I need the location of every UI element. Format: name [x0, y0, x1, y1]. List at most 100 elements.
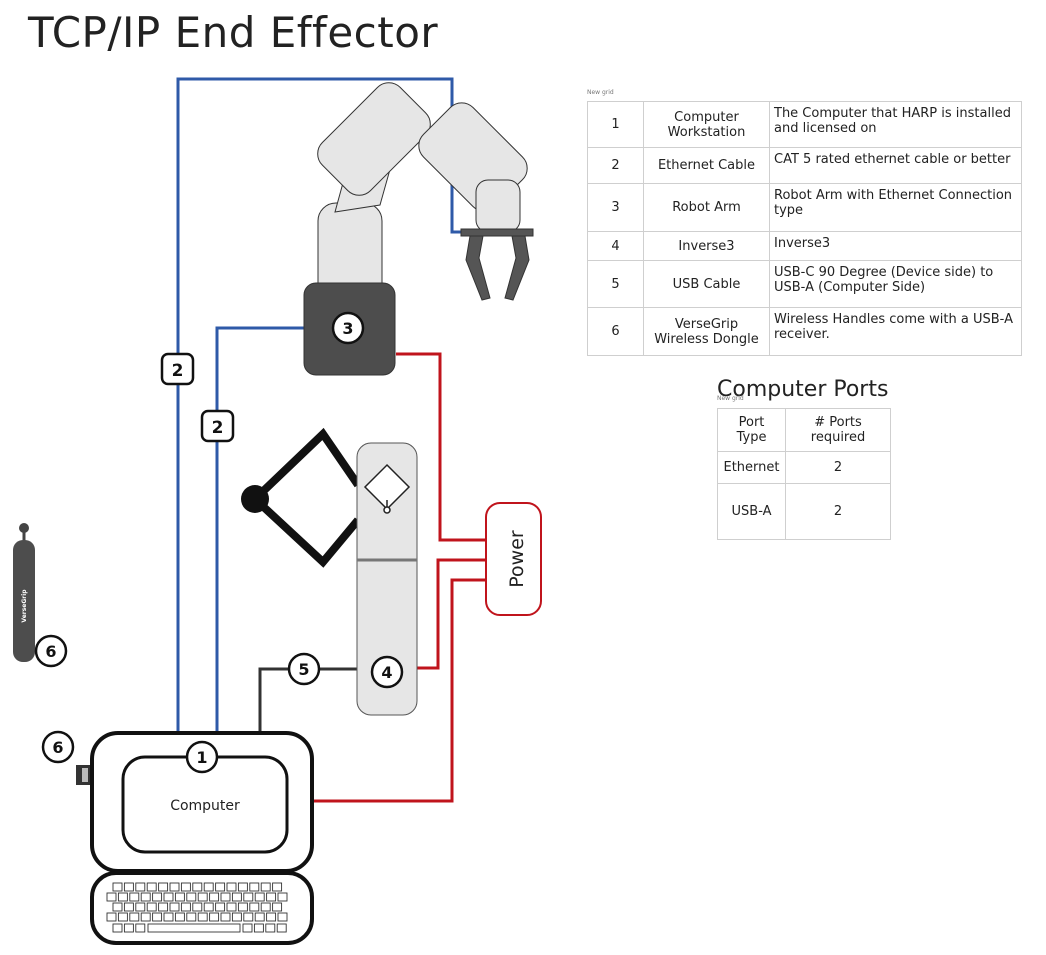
gripper-finger-right — [504, 235, 530, 301]
keyboard-key — [260, 882, 271, 892]
callout-cable-a-label: 2 — [172, 361, 184, 381]
component-description: CAT 5 rated ethernet cable or better — [769, 147, 1022, 184]
keyboard-key — [192, 882, 203, 892]
inverse3-device — [241, 427, 418, 716]
page-title: TCP/IP End Effector — [28, 8, 439, 57]
keyboard-key — [226, 902, 237, 912]
keyboard-key — [169, 902, 180, 912]
keyboard-key — [147, 923, 241, 933]
ports-header-type: Port Type — [716, 408, 787, 452]
keyboard-key — [277, 892, 288, 902]
ports-header-row: Port Type # Ports required — [716, 408, 891, 452]
keyboard-key — [117, 892, 128, 902]
keyboard-key — [135, 923, 146, 933]
component-number: 1 — [587, 101, 644, 148]
callout-dongle: 6 — [41, 730, 75, 764]
keyboard-key — [254, 892, 265, 902]
keyboard-key — [203, 902, 214, 912]
component-name: Inverse3 — [643, 231, 770, 261]
component-number: 5 — [587, 260, 644, 308]
port-type: USB-A — [716, 483, 787, 540]
keyboard-key — [129, 912, 140, 922]
keyboard-key — [231, 912, 242, 922]
keyboard-key — [117, 912, 128, 922]
keyboard-key — [106, 912, 117, 922]
power-cable-robot — [396, 352, 488, 542]
component-name: Ethernet Cable — [643, 147, 770, 184]
keyboard-key — [249, 882, 260, 892]
keyboard-key — [203, 882, 214, 892]
keyboard-key — [231, 892, 242, 902]
keyboard-key — [158, 902, 169, 912]
keyboard-key — [186, 912, 197, 922]
keyboard-key — [249, 902, 260, 912]
callout-cable-b: 2 — [200, 409, 235, 443]
callout-versegrip-label: 6 — [45, 642, 56, 661]
keyboard-key — [112, 923, 123, 933]
component-description: Inverse3 — [769, 231, 1022, 261]
keyboard-key — [158, 882, 169, 892]
keyboard-key — [192, 902, 203, 912]
keyboard-key — [140, 892, 151, 902]
keyboard-key — [266, 892, 277, 902]
ethernet-cable-b — [215, 326, 306, 735]
callout-usb: 5 — [287, 652, 321, 686]
versegrip-label: VerseGrip — [21, 589, 28, 623]
keyboard-key — [265, 923, 276, 933]
keyboard-key — [237, 882, 248, 892]
keyboard-key — [129, 892, 140, 902]
port-count: 2 — [785, 483, 891, 540]
callout-robot: 3 — [331, 311, 365, 345]
component-number: 2 — [587, 147, 644, 184]
component-number: 3 — [587, 183, 644, 232]
keyboard-key — [209, 912, 220, 922]
keyboard-key — [266, 912, 277, 922]
usb-cable — [258, 667, 358, 735]
port-type: Ethernet — [716, 451, 787, 484]
robot-arm-wrist — [475, 179, 521, 233]
keyboard-key — [123, 882, 134, 892]
keyboard-key — [180, 902, 191, 912]
ports-caption: New grid — [717, 395, 744, 402]
keyboard-key — [152, 892, 163, 902]
keyboard-key — [226, 882, 237, 892]
component-name: Computer Workstation — [643, 101, 770, 148]
versegrip-antenna-tip — [19, 523, 29, 533]
callout-cable-b-label: 2 — [212, 418, 224, 438]
gripper-finger-left — [465, 235, 491, 301]
port-count: 2 — [785, 451, 891, 484]
keyboard-key — [197, 892, 208, 902]
power-label: Power — [506, 530, 528, 588]
keyboard-key — [243, 892, 254, 902]
inverse3-body — [356, 442, 418, 716]
keyboard-key — [276, 923, 287, 933]
keyboard-key — [254, 912, 265, 922]
keyboard-key — [112, 882, 123, 892]
component-description: The Computer that HARP is installed and … — [769, 101, 1022, 148]
power-cables — [312, 352, 488, 803]
keyboard-key — [180, 882, 191, 892]
keyboard-key — [163, 892, 174, 902]
keyboard-key — [197, 912, 208, 922]
keyboard-key — [163, 912, 174, 922]
keyboard-key — [135, 882, 146, 892]
keyboard-key — [253, 923, 264, 933]
component-name: USB Cable — [643, 260, 770, 308]
keyboard-key — [243, 912, 254, 922]
component-description: USB-C 90 Degree (Device side) to USB-A (… — [769, 260, 1022, 308]
power-cable-inverse3 — [416, 558, 488, 670]
callout-computer-label: 1 — [196, 748, 207, 767]
usb-cable-line — [258, 667, 358, 735]
keyboard-keys — [106, 882, 288, 933]
computer-workstation: Computer — [76, 731, 314, 945]
keyboard-key — [260, 902, 271, 912]
inverse3-linkage — [249, 427, 362, 568]
table-caption: New grid — [587, 89, 614, 96]
